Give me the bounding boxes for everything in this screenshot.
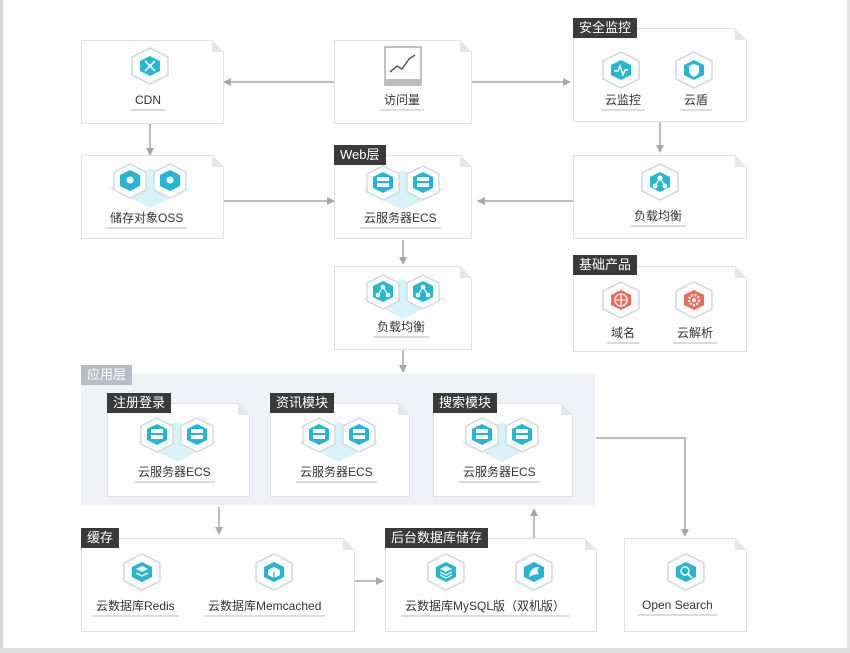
server-icon [363, 165, 443, 210]
app-layer-title: 应用层 [81, 365, 133, 385]
mysql-label: 云数据库MySQL版（双机版） [401, 597, 570, 617]
visits-label: 访问量 [380, 91, 425, 111]
oss-label: 储存对象OSS [106, 209, 188, 229]
right-edge [847, 0, 850, 653]
news-title: 资讯模块 [270, 393, 335, 413]
login-title: 注册登录 [107, 393, 172, 413]
news-ecs-label: 云服务器ECS [296, 463, 377, 483]
db-title: 后台数据库储存 [385, 528, 489, 548]
security-card [573, 28, 747, 122]
db-card [385, 538, 597, 632]
domain-label: 域名 [607, 324, 640, 344]
search-ecs-label: 云服务器ECS [459, 463, 540, 483]
load-balancer-icon [363, 274, 443, 319]
server-icon [299, 417, 379, 462]
base-products-title: 基础产品 [573, 255, 638, 275]
cdn-label: CDN [131, 91, 165, 111]
cache-title: 缓存 [81, 528, 120, 548]
redis-icon [123, 553, 161, 591]
line-chart-icon [384, 46, 422, 86]
memcached-label: 云数据库Memcached [204, 597, 326, 617]
web-title: Web层 [334, 145, 386, 165]
cloud-shield-icon [675, 51, 713, 89]
login-ecs-label: 云服务器ECS [134, 463, 215, 483]
base-products-card [573, 266, 747, 352]
opensearch-label: Open Search [638, 596, 717, 616]
memcached-icon [255, 553, 293, 591]
load-balancer-icon [641, 163, 679, 201]
mysql-icon [515, 553, 553, 591]
dns-gear-icon [675, 281, 713, 319]
arrow-app-to-opensearch [596, 437, 689, 537]
cloud-shield-label: 云盾 [680, 91, 713, 111]
web-ecs-label: 云服务器ECS [360, 209, 441, 229]
oss-bucket-icon [110, 163, 190, 208]
cdn-icon [131, 47, 169, 85]
cloud-monitor-icon [602, 51, 640, 89]
security-title: 安全监控 [573, 18, 638, 38]
cloud-monitor-label: 云监控 [601, 91, 646, 111]
slb-right-label: 负载均衡 [630, 207, 687, 227]
globe-icon [602, 281, 640, 319]
mysql-icon [427, 553, 465, 591]
left-edge [0, 0, 3, 653]
dns-label: 云解析 [673, 324, 718, 344]
slb-center-label: 负载均衡 [373, 318, 430, 338]
redis-label: 云数据库Redis [92, 597, 179, 617]
server-icon [462, 417, 542, 462]
search-module-title: 搜索模块 [433, 393, 498, 413]
server-icon [137, 417, 217, 462]
bottom-edge [0, 648, 850, 653]
search-icon [667, 553, 705, 591]
